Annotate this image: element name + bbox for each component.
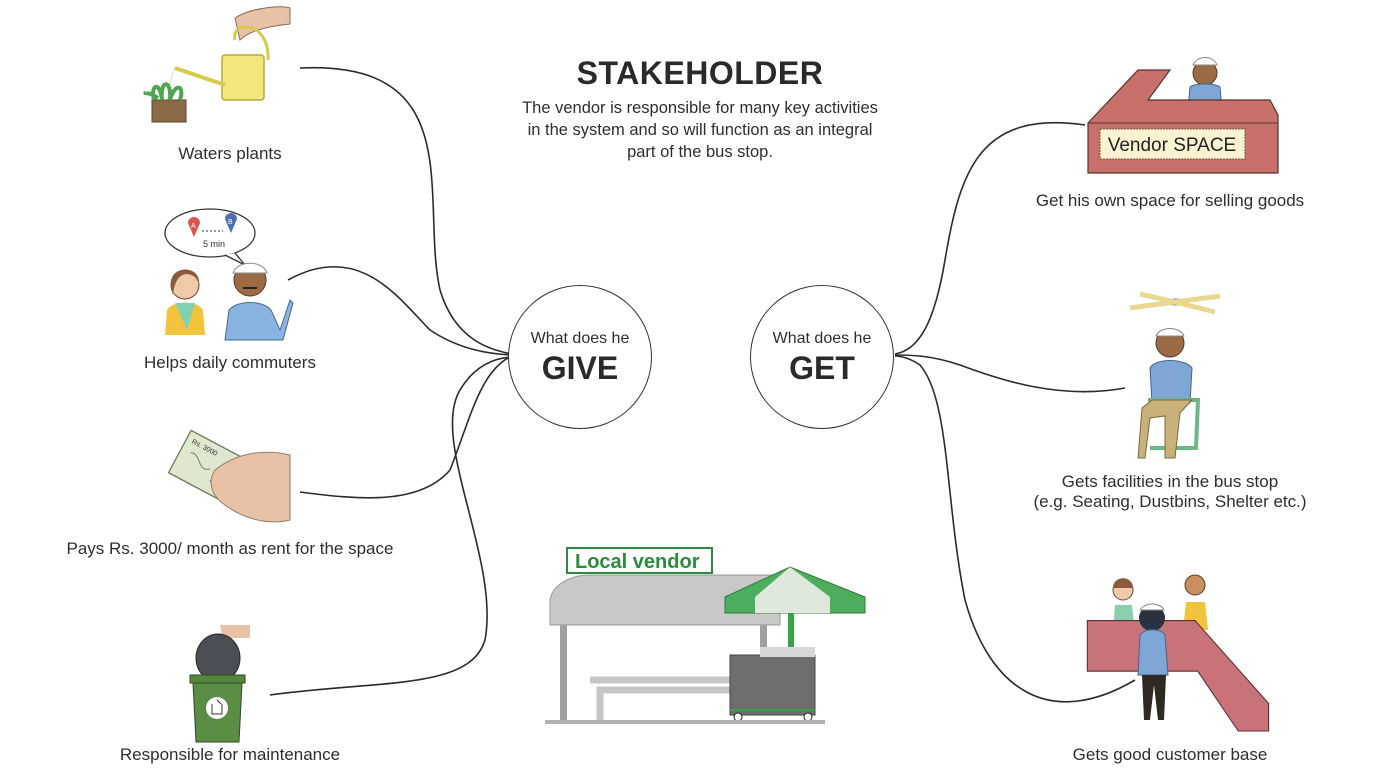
bubble-text: 5 min bbox=[203, 239, 225, 249]
page-subtitle: The vendor is responsible for many key a… bbox=[522, 99, 878, 161]
vendor-counter-illustration: Vendor SPACE bbox=[1087, 57, 1279, 174]
get-hub-question: What does he bbox=[772, 330, 872, 347]
get-item-own-space: Get his own space for selling goods bbox=[1035, 191, 1305, 210]
get-item-customer-base: Gets good customer base bbox=[1072, 745, 1268, 764]
commuter-conversation-illustration: A B 5 min bbox=[164, 208, 294, 341]
give-item-pays-rent: Pays Rs. 3000/ month as rent for the spa… bbox=[66, 539, 394, 558]
connector-helps-commuters bbox=[287, 266, 513, 356]
vendor-seated-under-fan-illustration bbox=[1129, 291, 1221, 459]
vendor-space-sign: Vendor SPACE bbox=[1108, 135, 1237, 156]
get-item-facilities: Gets facilities in the bus stop (e.g. Se… bbox=[1033, 472, 1307, 511]
hand-with-banknote-illustration: Rs. 3000 bbox=[167, 429, 291, 523]
get-hub-keyword: GET bbox=[789, 350, 855, 386]
connector-own-space bbox=[894, 121, 1086, 355]
give-item-maintenance: Responsible for maintenance bbox=[119, 745, 341, 764]
connector-maintenance bbox=[269, 356, 513, 696]
get-hub: What does he GET bbox=[750, 285, 894, 429]
local-vendor-sign: Local vendor bbox=[575, 551, 700, 573]
pin-b-label: B bbox=[228, 219, 233, 226]
give-hub-keyword: GIVE bbox=[541, 350, 619, 386]
connector-facilities bbox=[894, 354, 1126, 393]
connector-pays-rent bbox=[299, 355, 513, 499]
vendor-with-customers-illustration bbox=[1086, 574, 1270, 732]
bus-stop-with-vendor-cart-illustration: Local vendor bbox=[545, 547, 866, 724]
dustbin-garbage-bag-illustration bbox=[189, 625, 250, 743]
page-title: STAKEHOLDER bbox=[576, 55, 824, 91]
watering-can-plant-illustration bbox=[143, 6, 291, 123]
connector-customer-base bbox=[894, 355, 1136, 703]
give-item-helps-commuters: Helps daily commuters bbox=[144, 353, 316, 372]
give-hub: What does he GIVE bbox=[508, 285, 652, 429]
pin-a-label: A bbox=[191, 223, 196, 230]
give-hub-question: What does he bbox=[530, 330, 630, 347]
connector-waters-plants bbox=[299, 67, 513, 355]
give-item-waters-plants: Waters plants bbox=[178, 144, 282, 163]
